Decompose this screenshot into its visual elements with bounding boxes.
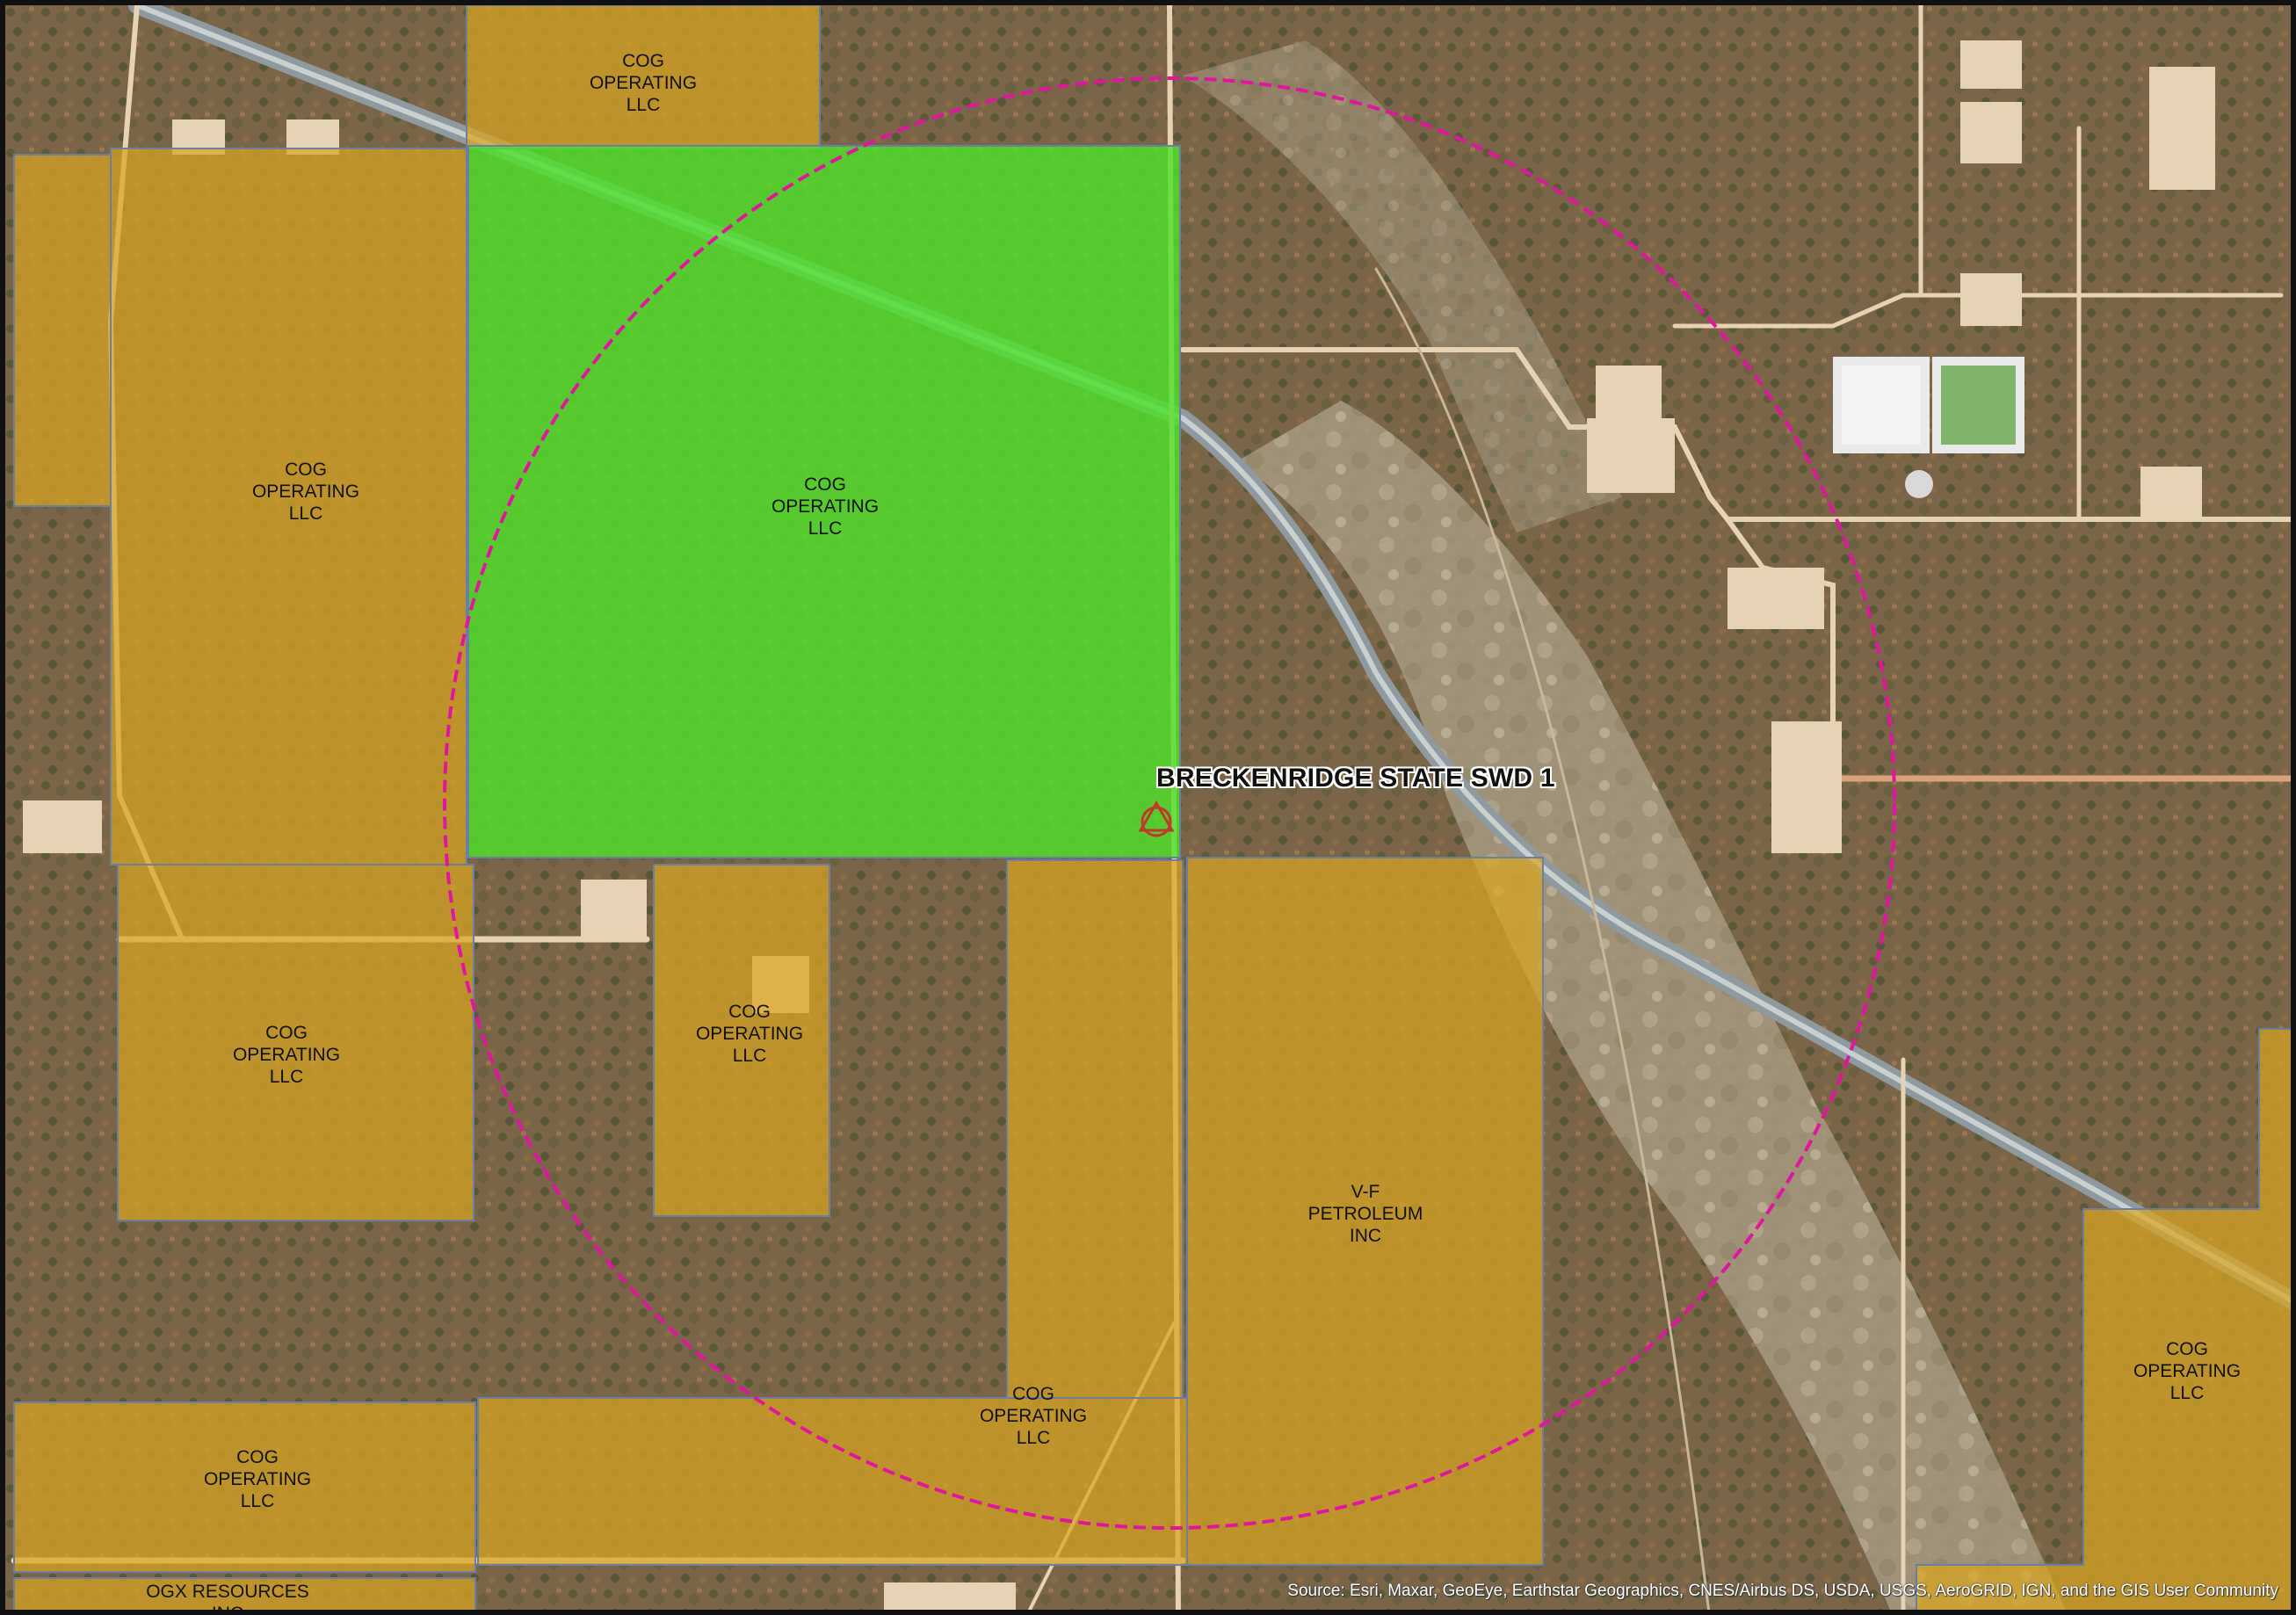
lease-left-strip-shape — [13, 154, 112, 507]
lease-label: COG OPERATING LLC — [232, 1023, 341, 1087]
lease-top-center-shape — [466, 5, 821, 149]
lease-center-tall-shape — [1006, 859, 1184, 1399]
lease-left-upper-shape — [110, 148, 467, 865]
satellite-map[interactable] — [5, 5, 2296, 1615]
radius-ring — [443, 76, 1896, 1530]
well-pads — [23, 40, 2215, 1610]
lease-polygons — [13, 5, 2291, 1610]
storage-tanks — [1833, 357, 2024, 498]
lease-label: COG OPERATING LLC — [695, 1002, 804, 1066]
lease-label: COG OPERATING LLC — [979, 1384, 1088, 1448]
lease-bottom-strip-shape — [477, 1397, 1188, 1566]
lease-right-shape — [1916, 1028, 2291, 1610]
lease-center-middle-shape — [653, 864, 830, 1217]
well-label[interactable]: BRECKENRIDGE STATE SWD 1 — [1156, 764, 1555, 793]
lease-label: COG OPERATING LLC — [589, 51, 698, 115]
lease-left-lower-shape — [13, 1401, 476, 1573]
lease-label: COG OPERATING LLC — [203, 1447, 312, 1511]
lease-vf-shape — [1186, 857, 1544, 1566]
triangle-circle-icon[interactable] — [1138, 800, 1175, 837]
map-attribution: Source: Esri, Maxar, GeoEye, Earthstar G… — [1287, 1582, 2278, 1600]
lease-label: COG OPERATING LLC — [771, 474, 880, 539]
lease-label: V-F PETROLEUM INC — [1307, 1182, 1423, 1246]
lease-bottom-left-shape — [13, 1577, 476, 1610]
lease-label: COG OPERATING LLC — [2133, 1339, 2242, 1403]
lease-left-middle-shape — [117, 864, 474, 1221]
lease-label: OGX RESOURCES INC — [146, 1582, 309, 1615]
lease-focus-shape — [467, 145, 1181, 858]
lease-label: COG OPERATING LLC — [251, 460, 360, 524]
